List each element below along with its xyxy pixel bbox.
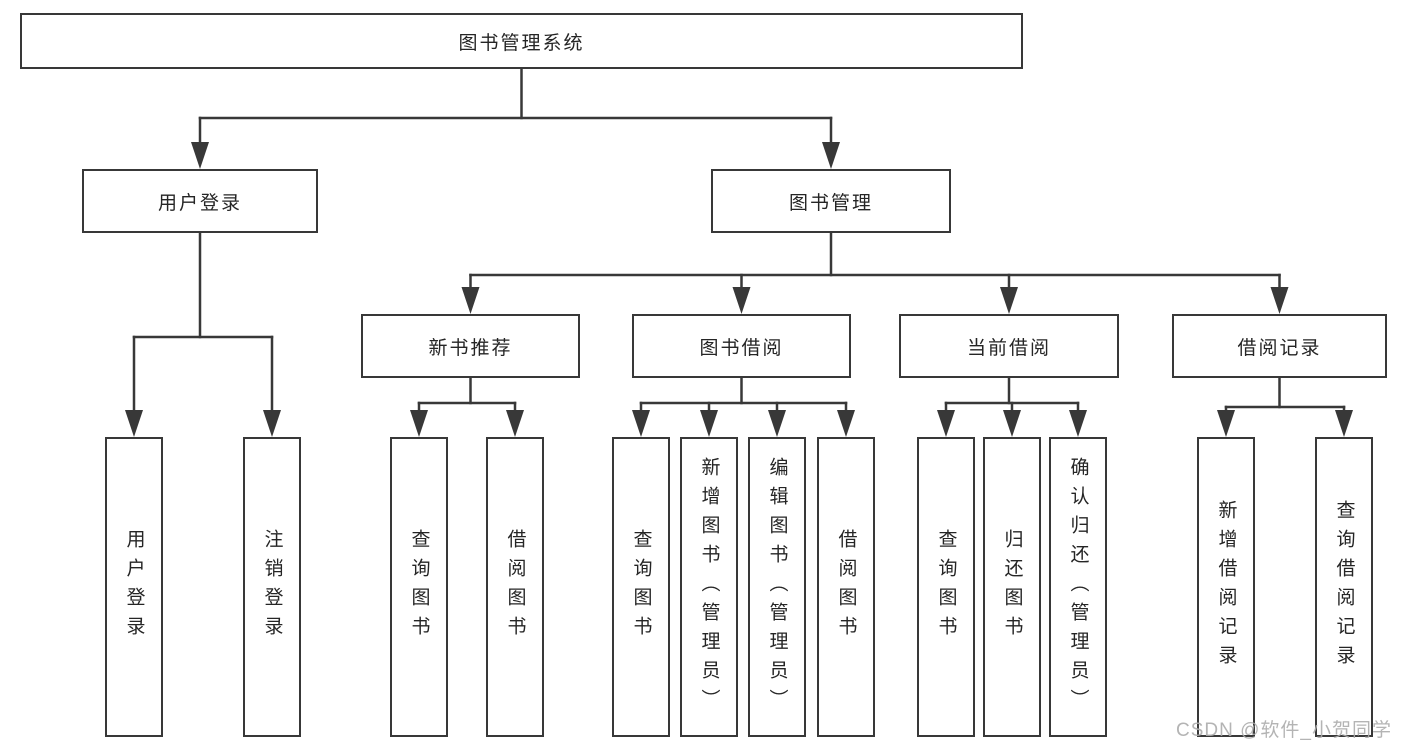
- node-leaf-confirm-return: 确认归还（管理员）: [1049, 437, 1107, 737]
- node-label-new-book-recommend: 新书推荐: [428, 337, 513, 359]
- node-label-leaf-logout: 注销登录: [261, 529, 283, 645]
- node-label-leaf-query-book-3: 查询图书: [935, 529, 957, 645]
- node-leaf-add-book: 新增图书（管理员）: [680, 437, 738, 737]
- node-leaf-query-borrow-record: 查询借阅记录: [1315, 437, 1373, 737]
- node-leaf-query-book-3: 查询图书: [917, 437, 975, 737]
- arrowhead: [1335, 410, 1353, 437]
- arrowhead: [768, 410, 786, 437]
- node-leaf-edit-book: 编辑图书（管理员）: [748, 437, 806, 737]
- node-leaf-borrow-book-2: 借阅图书: [817, 437, 875, 737]
- arrowhead: [700, 410, 718, 437]
- arrowhead: [1069, 410, 1087, 437]
- node-label-book-mgmt: 图书管理: [788, 192, 873, 214]
- arrowhead: [937, 410, 955, 437]
- node-label-leaf-edit-book: 编辑图书（管理员）: [766, 456, 788, 718]
- node-new-book-recommend: 新书推荐: [361, 314, 580, 378]
- node-book-mgmt: 图书管理: [711, 169, 951, 233]
- node-label-book-borrow: 图书借阅: [699, 337, 784, 359]
- node-leaf-query-book-1: 查询图书: [390, 437, 448, 737]
- node-label-root: 图书管理系统: [458, 32, 585, 54]
- node-leaf-user-login: 用户登录: [105, 437, 163, 737]
- arrowhead: [822, 142, 840, 169]
- node-leaf-return-book: 归还图书: [983, 437, 1041, 737]
- node-label-leaf-query-book-1: 查询图书: [408, 529, 430, 645]
- arrowhead: [1000, 287, 1018, 314]
- node-label-leaf-borrow-book-2: 借阅图书: [835, 529, 857, 645]
- node-label-leaf-confirm-return: 确认归还（管理员）: [1067, 456, 1089, 718]
- arrowhead: [461, 287, 480, 314]
- node-leaf-query-book-2: 查询图书: [612, 437, 670, 737]
- node-label-leaf-query-book-2: 查询图书: [630, 529, 652, 645]
- watermark-text: CSDN @软件_小贺同学: [1176, 720, 1392, 741]
- node-label-borrow-records: 借阅记录: [1237, 337, 1322, 359]
- node-label-leaf-borrow-book-1: 借阅图书: [504, 529, 526, 645]
- node-book-borrow: 图书借阅: [632, 314, 851, 378]
- node-label-leaf-user-login: 用户登录: [123, 529, 145, 645]
- node-leaf-add-borrow-record: 新增借阅记录: [1197, 437, 1255, 737]
- node-label-leaf-return-book: 归还图书: [1001, 529, 1023, 645]
- arrowhead: [732, 287, 751, 314]
- arrowhead: [410, 410, 428, 437]
- node-user-login: 用户登录: [82, 169, 318, 233]
- arrowhead: [632, 410, 650, 437]
- node-leaf-logout: 注销登录: [243, 437, 301, 737]
- arrowhead: [1003, 410, 1021, 437]
- node-current-borrow: 当前借阅: [899, 314, 1119, 378]
- arrowhead: [263, 410, 281, 437]
- arrowhead: [506, 410, 524, 437]
- node-label-leaf-add-borrow-record: 新增借阅记录: [1215, 500, 1237, 674]
- node-borrow-records: 借阅记录: [1172, 314, 1387, 378]
- node-label-leaf-query-borrow-record: 查询借阅记录: [1333, 500, 1355, 674]
- arrowhead: [1270, 287, 1289, 314]
- node-leaf-borrow-book-1: 借阅图书: [486, 437, 544, 737]
- arrowhead: [125, 410, 143, 437]
- arrowhead: [837, 410, 855, 437]
- arrowhead: [1217, 410, 1235, 437]
- node-root: 图书管理系统: [20, 13, 1023, 69]
- node-label-current-borrow: 当前借阅: [966, 337, 1051, 359]
- node-label-leaf-add-book: 新增图书（管理员）: [698, 456, 720, 718]
- arrowhead: [191, 142, 209, 169]
- node-label-user-login: 用户登录: [157, 192, 242, 214]
